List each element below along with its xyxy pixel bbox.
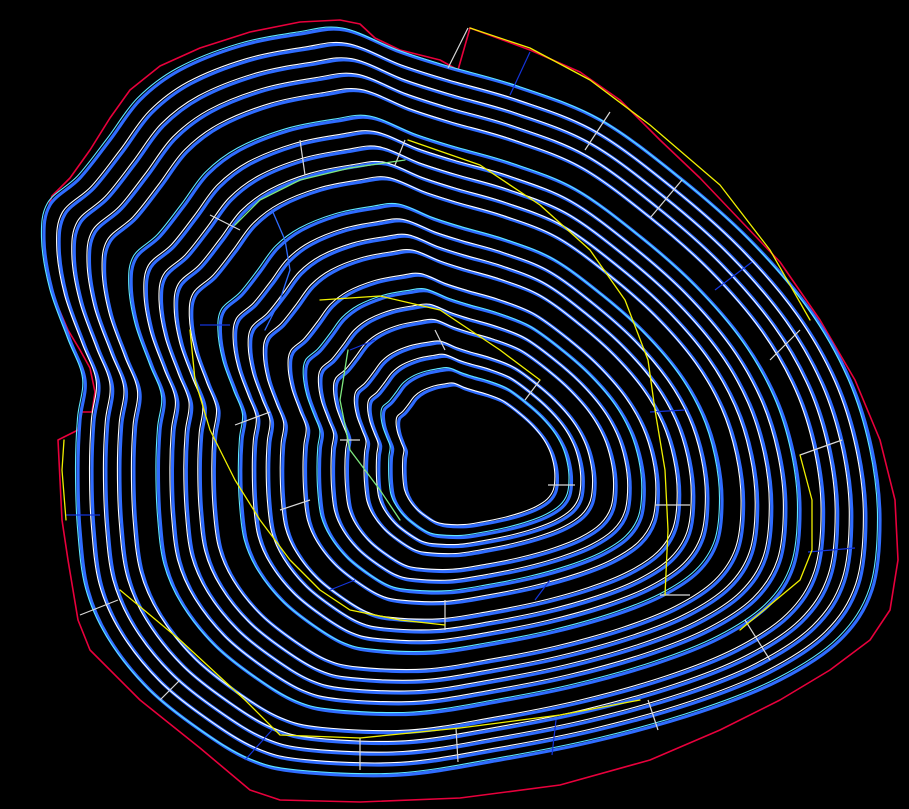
bench-contour-white [143, 130, 784, 703]
bench-contour-white [188, 176, 742, 671]
section-line [159, 679, 181, 701]
berm-line [264, 209, 291, 331]
section-lines [66, 27, 856, 770]
bench-contour-white [332, 318, 615, 571]
bench-contour-white [101, 87, 822, 732]
section-line [534, 579, 551, 601]
section-line [769, 329, 801, 361]
bench-contour-white [317, 303, 629, 581]
section-line [244, 729, 273, 761]
bench-contour-white [56, 41, 864, 764]
section-line [79, 599, 119, 616]
berm-line [189, 329, 446, 626]
bench-contour-white [71, 57, 850, 753]
section-line [299, 139, 306, 176]
section-line [349, 339, 376, 351]
section-line [551, 719, 557, 756]
berm-line [61, 439, 67, 521]
bench-contour-white [86, 72, 836, 742]
section-line [647, 699, 659, 731]
section-line [524, 379, 541, 401]
section-line [434, 329, 446, 351]
section-line [799, 439, 843, 456]
berm-line [119, 589, 641, 739]
section-line [329, 579, 356, 591]
section-line [209, 214, 241, 231]
bench-contour-white [158, 145, 770, 692]
section-line [447, 27, 469, 69]
bench-contour-white [217, 202, 721, 652]
bench-contours [40, 26, 882, 778]
section-line [649, 179, 683, 219]
bench-contour-white [262, 249, 678, 620]
section-line [234, 411, 271, 426]
berm-line [339, 349, 401, 521]
berm-lines [61, 27, 813, 739]
berm-line [234, 159, 406, 226]
bench-contour-white [247, 233, 692, 631]
bench-contour-white [173, 160, 756, 681]
berm-line [319, 295, 541, 381]
bench-contour-white [395, 382, 556, 526]
berm-line [739, 454, 813, 631]
section-line [279, 499, 311, 511]
bench-contour-white [367, 353, 582, 546]
bench-contour-white [287, 272, 657, 603]
section-line [455, 727, 459, 763]
section-line [509, 51, 531, 96]
bench-contour-white [302, 287, 643, 592]
section-line [714, 261, 753, 291]
section-line [807, 547, 856, 553]
bench-contour-white [353, 340, 594, 555]
bench-contour-white [128, 114, 799, 714]
bench-contour-white [380, 366, 570, 537]
section-line [584, 111, 611, 151]
berm-line [407, 139, 656, 411]
berm-line [469, 27, 811, 321]
bench-contour-white [40, 26, 879, 775]
bench-contour-white [232, 218, 706, 642]
berm-line [654, 409, 669, 596]
section-line [744, 619, 771, 661]
